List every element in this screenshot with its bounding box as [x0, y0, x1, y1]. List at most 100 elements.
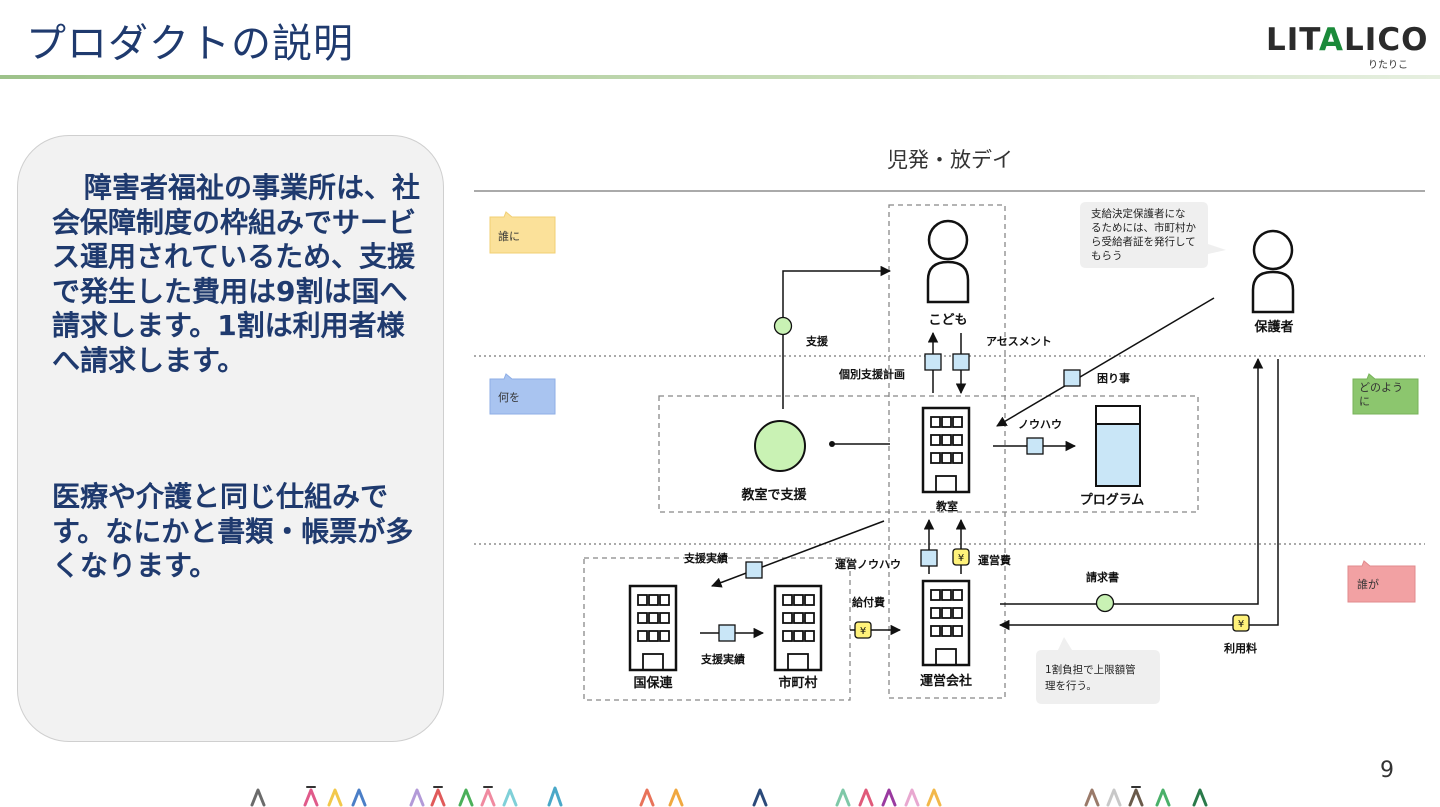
support-token	[773, 316, 793, 336]
footer-figure-icon	[752, 788, 768, 807]
assessment-label: アセスメント	[986, 335, 1052, 348]
slide-title: プロダクトの説明	[26, 21, 354, 67]
support-in-class-label: 教室で支援	[740, 487, 807, 503]
footer-figure-icon	[351, 788, 367, 807]
footer-figure-icon	[1106, 788, 1122, 807]
footer-figure-icon	[327, 788, 343, 807]
footer-decoration	[250, 786, 1208, 807]
benefit-yen-token	[854, 621, 872, 639]
footer-figure-icon	[1155, 788, 1171, 807]
lane-tag-how-line-1: どのよう	[1359, 381, 1403, 394]
ops-knowhow-token	[920, 549, 938, 567]
lane-tag-how: どのよう に	[1352, 373, 1419, 415]
footer-figure-icon	[547, 786, 563, 807]
trouble-label: 困り事	[1097, 371, 1130, 385]
classroom-lane-frame	[658, 395, 1199, 513]
classroom-building-icon	[921, 406, 971, 494]
benefit-yen-symbol: ¥	[860, 626, 866, 637]
support-record-label-1: 支援実績	[683, 551, 728, 565]
individual-plan-token	[924, 353, 942, 371]
knowhow-label: ノウハウ	[1018, 418, 1062, 431]
program-icon	[1095, 405, 1141, 487]
ops-cost-yen-symbol: ¥	[958, 553, 964, 564]
knowhow-token	[1026, 437, 1044, 455]
child-person-icon	[926, 219, 970, 304]
invoice-token	[1095, 593, 1115, 613]
support-record-token-1	[745, 561, 763, 579]
footer-figure-icon	[1128, 788, 1144, 807]
support-in-class-node	[754, 420, 806, 472]
logo-subtext: りたりこ	[1368, 60, 1408, 71]
lane-tag-who-to-label: 誰に	[498, 229, 520, 243]
copay-callout-line-2: 理を行う。	[1045, 679, 1097, 692]
footer-figure-icon	[409, 788, 425, 807]
user-fee-label: 利用料	[1224, 641, 1257, 655]
government-frame	[583, 557, 851, 701]
lane-tag-what-label: 何を	[498, 391, 520, 404]
support-arrow	[782, 265, 892, 409]
trouble-arrow	[996, 297, 1215, 427]
assessment-token	[952, 353, 970, 371]
lane-tag-what: 何を	[489, 373, 556, 415]
litalico-logo: LITALICO りたりこ	[1266, 22, 1427, 71]
diagram-title: 児発・放デイ	[887, 148, 1013, 172]
certificate-callout-line-1: 支給決定保護者にな	[1091, 207, 1186, 220]
kokuhoren-label: 国保連	[633, 675, 673, 691]
municipality-label: 市町村	[778, 675, 817, 691]
footer-figure-icon	[1084, 788, 1100, 807]
footer-figure-icon	[303, 788, 319, 807]
footer-figure-icon	[904, 788, 920, 807]
footer-figure-icon	[881, 788, 897, 807]
explanation-paragraph-1: 障害者福祉の事業所は、社会保障制度の枠組みでサービス運用されているため、支援で発…	[52, 171, 421, 377]
footer-figure-icon	[639, 788, 655, 807]
title-underline	[0, 75, 1440, 79]
user-fee-arrow	[998, 359, 1279, 631]
certificate-callout-text: 支給決定保護者にな るためには、市町村か ら受給者証を発行して もらう	[1091, 207, 1199, 262]
ops-knowhow-label: 運営ノウハウ	[835, 557, 901, 571]
footer-figure-icon	[858, 788, 874, 807]
lane-tag-who-label: 誰が	[1357, 577, 1379, 591]
ops-cost-label: 運営費	[978, 553, 1011, 567]
guardian-person-icon	[1251, 229, 1295, 314]
footer-figure-icon	[430, 788, 446, 807]
lane-tag-how-label: どのよう に	[1359, 381, 1407, 408]
child-label: こども	[928, 313, 967, 328]
footer-figure-icon	[1192, 788, 1208, 807]
footer-figure-icon	[250, 788, 266, 807]
explanation-panel: 障害者福祉の事業所は、社会保障制度の枠組みでサービス運用されているため、支援で発…	[17, 135, 444, 742]
ops-cost-yen-token	[952, 548, 970, 566]
operator-label: 運営会社	[920, 673, 972, 689]
certificate-callout: 支給決定保護者にな るためには、市町村か ら受給者証を発行して もらう	[1080, 202, 1226, 268]
certificate-callout-line-2: るためには、市町村か	[1091, 221, 1196, 234]
operator-building-icon	[921, 579, 971, 667]
support-record-arrow-1	[711, 520, 885, 588]
user-fee-yen-symbol: ¥	[1238, 619, 1244, 630]
service-flow-diagram: 児発・放デイ 誰に 何を どのよう に 誰が こども 保護者 支給決定保護者にな…	[474, 148, 1425, 704]
footer-figure-icon	[502, 788, 518, 807]
footer-figure-icon	[480, 788, 496, 807]
municipality-building-icon	[773, 584, 823, 672]
lane-tag-who-to: 誰に	[489, 211, 556, 254]
benefit-label: 給付費	[852, 595, 885, 609]
footer-figure-icon	[926, 788, 942, 807]
logo-text-start: LIT	[1266, 22, 1320, 58]
user-fee-yen-token	[1232, 614, 1250, 632]
invoice-arrow	[1000, 357, 1264, 605]
support-record-token-2	[718, 624, 736, 642]
guardian-label: 保護者	[1253, 319, 1293, 335]
program-label: プログラム	[1080, 492, 1145, 508]
classroom-column-frame	[888, 204, 1006, 699]
logo-text-accent: A	[1319, 22, 1345, 58]
lane-tag-how-line-2: に	[1359, 395, 1370, 408]
classroom-label: 教室	[935, 499, 958, 513]
footer-figure-icon	[668, 788, 684, 807]
explanation-paragraph-2: 医療や介護と同じ仕組みです。なにかと書類・帳票が多くなります。	[52, 480, 414, 582]
trouble-token	[1063, 369, 1081, 387]
copay-callout-line-1: 1割負担で上限額管	[1045, 663, 1136, 676]
lane-tag-who: 誰が	[1347, 560, 1416, 603]
certificate-callout-line-4: もらう	[1091, 250, 1123, 262]
support-record-label-2: 支援実績	[700, 652, 745, 666]
certificate-callout-line-3: ら受給者証を発行して	[1091, 235, 1196, 248]
logo-text-end: LICO	[1344, 22, 1429, 58]
classroom-support-link-dot	[829, 441, 835, 447]
